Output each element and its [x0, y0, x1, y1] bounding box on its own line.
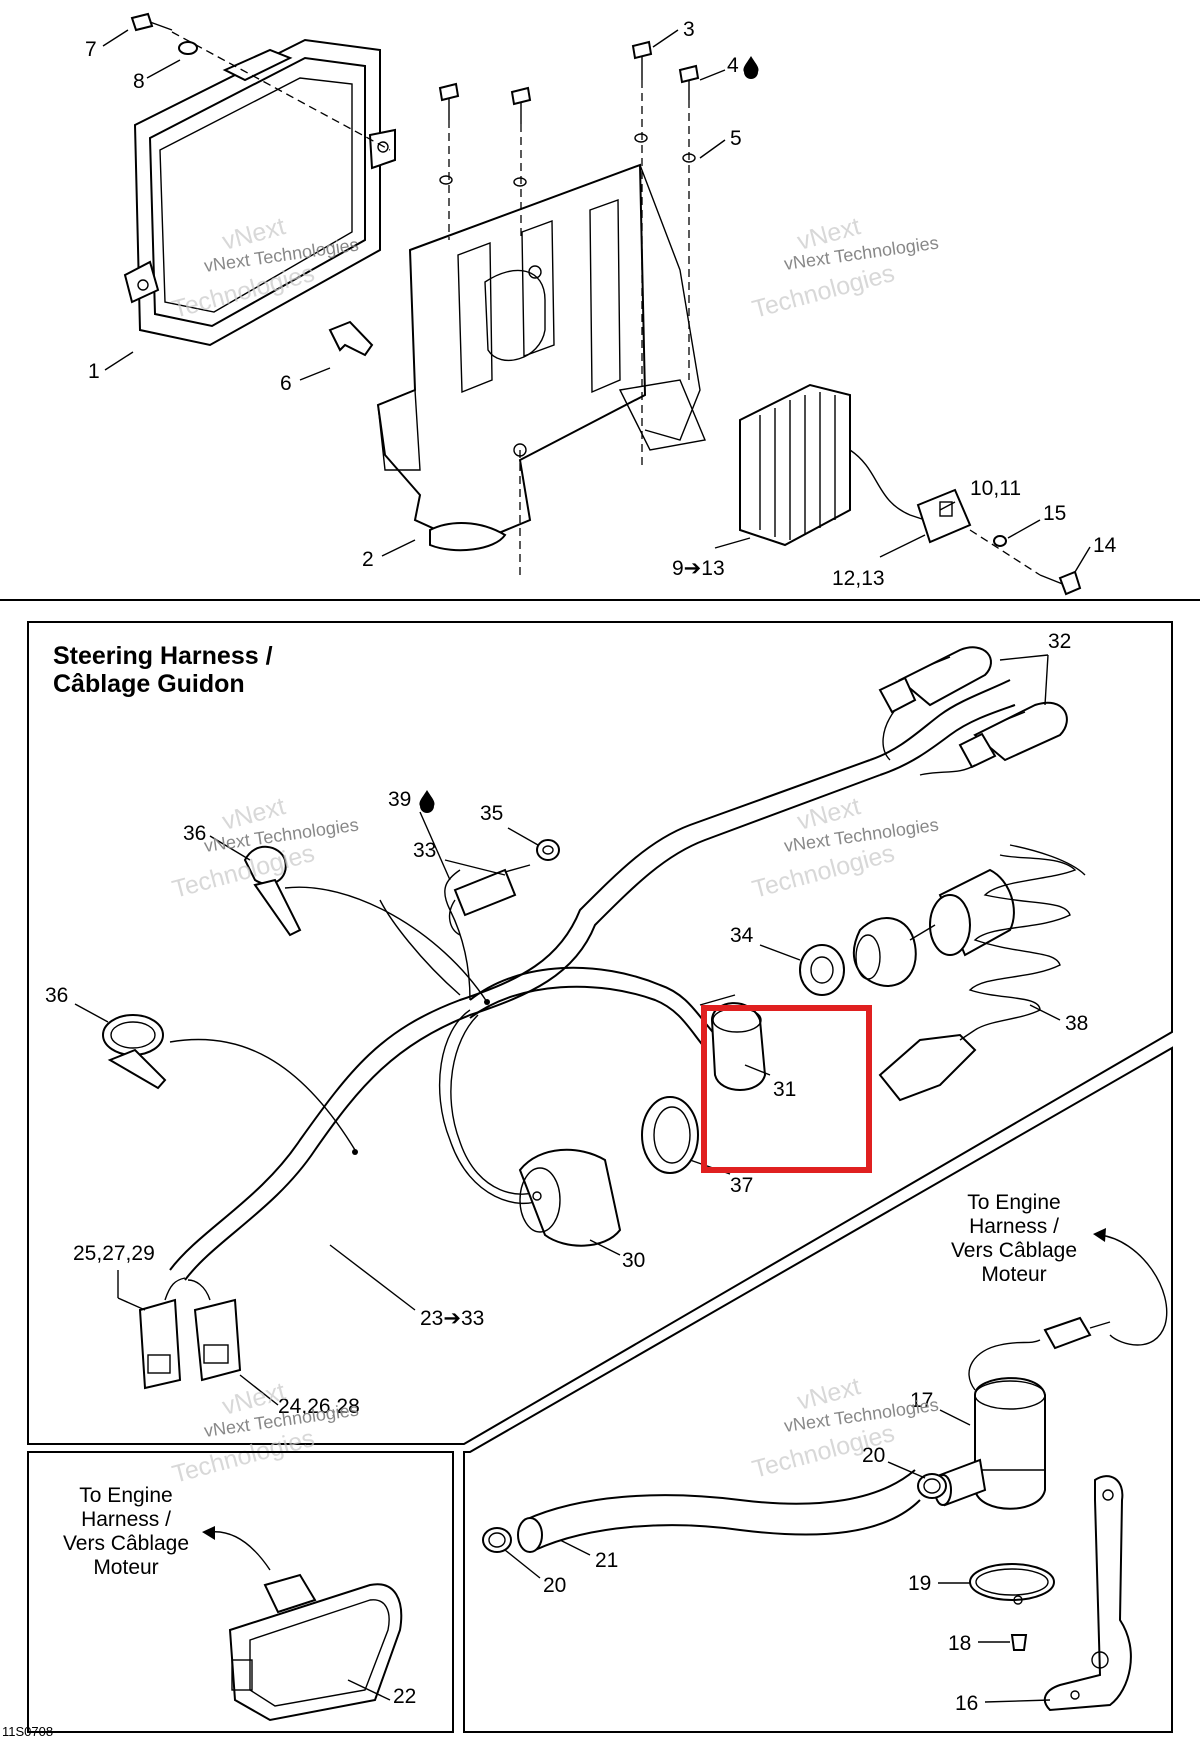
callout-1: 1: [88, 360, 100, 383]
clamp-36-left: [102, 1014, 167, 1090]
sensor-33: [448, 864, 531, 936]
steering-section: Steering Harness / Câblage Guidon: [27, 621, 1173, 1489]
screw-18: [1010, 1634, 1028, 1651]
callout-16: 16: [955, 1692, 978, 1715]
callout-4: 4: [727, 54, 739, 77]
pump-box: 17 20 21 20 19 18 16 vNext Technologies …: [463, 1046, 1173, 1733]
bolt-14: [1039, 570, 1082, 596]
washer-15: [993, 535, 1007, 547]
callout-36-top: 36: [183, 822, 206, 845]
engine-note-1: To Engine Harness / Vers Câblage Moteur: [951, 1191, 1168, 1346]
callout-33: 33: [413, 839, 436, 862]
callout-36-left: 36: [45, 984, 68, 1007]
mounting-plate: [376, 163, 706, 552]
pump-callouts: 17 20 21 20 19 18 16: [504, 1389, 1051, 1715]
lanyard-38: [878, 844, 1086, 1102]
ring-37: [641, 1096, 699, 1174]
top-callouts: 7 8 1 6 2 3 4 5 9➔13 10,11 12,13 15 1: [85, 18, 1117, 590]
clip-6: [328, 320, 374, 357]
callout-8: 8: [133, 70, 145, 93]
engine-note-1-line2: Harness /: [969, 1215, 1059, 1238]
engine-note-2-line2: Harness /: [81, 1508, 171, 1531]
washer-34: [799, 944, 845, 996]
liquid-drop-icon: [419, 790, 435, 813]
bracket-16: [1043, 1475, 1132, 1712]
callout-2: 2: [362, 548, 374, 571]
callout-15: 15: [1043, 502, 1066, 525]
engine-note-2-line3: Vers Câblage: [63, 1532, 189, 1555]
callout-6: 6: [280, 372, 292, 395]
screw-7: [130, 12, 173, 32]
clamp-20-b: [917, 1473, 947, 1499]
callout-19: 19: [908, 1572, 931, 1595]
engine-note-2-line4: Moteur: [93, 1556, 158, 1579]
figure-code: 11S0708: [2, 1724, 53, 1739]
bolt-set: [438, 40, 700, 187]
callout-38: 38: [1065, 1012, 1088, 1035]
steering-frame: [27, 621, 1173, 1445]
connector-frame: [27, 1451, 454, 1733]
callout-20-left: 20: [543, 1574, 566, 1597]
engine-note-1-line4: Moteur: [981, 1263, 1046, 1286]
cap-30: [518, 1148, 622, 1247]
bilge-pump-17: [934, 1316, 1111, 1510]
washer-8: [178, 41, 198, 55]
steering-title-line2: Câblage Guidon: [53, 670, 245, 698]
ecu-module: [123, 38, 396, 347]
pump-frame: [463, 1046, 1173, 1733]
callout-3: 3: [683, 18, 695, 41]
callout-5: 5: [730, 127, 742, 150]
callout-35: 35: [480, 802, 503, 825]
clamp-19: [969, 1563, 1055, 1601]
callout-20-right: 20: [862, 1444, 885, 1467]
engine-note-1-line1: To Engine: [967, 1191, 1060, 1214]
callout-10-11: 10,11: [970, 477, 1021, 500]
connector-box: To Engine Harness / Vers Câblage Moteur …: [27, 1451, 454, 1733]
callout-32: 32: [1048, 630, 1071, 653]
callout-30: 30: [622, 1249, 645, 1272]
callout-22: 22: [393, 1685, 416, 1708]
engine-note-2-line1: To Engine: [79, 1484, 172, 1507]
callout-39: 39: [388, 788, 411, 811]
callout-23-33: 23➔33: [420, 1307, 484, 1330]
callout-21: 21: [595, 1549, 618, 1572]
callout-37: 37: [730, 1174, 753, 1197]
engine-connector-22: [228, 1573, 403, 1722]
highlight-box: [701, 1005, 872, 1173]
callout-12-13: 12,13: [832, 567, 885, 590]
callout-17: 17: [910, 1389, 933, 1412]
harness-plugs: [138, 1277, 242, 1390]
callout-18: 18: [948, 1632, 971, 1655]
clamp-36-top: [243, 845, 302, 937]
callout-9-13: 9➔13: [672, 557, 725, 580]
callout-24-26-28: 24,26,28: [278, 1395, 360, 1418]
callout-14: 14: [1093, 534, 1117, 557]
top-section: 7 8 1 6 2 3 4 5 9➔13 10,11 12,13 15 1: [85, 12, 1117, 596]
callout-7: 7: [85, 38, 97, 61]
steering-callouts: 32 39 35 33 36 36 34 31 37 38 30: [45, 630, 1088, 1418]
clamp-20-a: [482, 1527, 512, 1553]
callout-34: 34: [730, 924, 754, 947]
callout-31: 31: [773, 1078, 796, 1101]
liquid-drop-icon: [743, 56, 759, 79]
engine-note-1-line3: Vers Câblage: [951, 1239, 1077, 1262]
steering-title-line1: Steering Harness /: [53, 642, 273, 670]
hose-21: [517, 1469, 921, 1553]
svg-text:Technologies: Technologies: [749, 259, 897, 324]
connector-32: [878, 646, 1068, 776]
washer-35: [536, 839, 560, 861]
steering-harness: [169, 679, 1016, 1281]
voltage-regulator: [739, 383, 972, 547]
boot-assembly: [853, 868, 1015, 987]
callout-25-27-29: 25,27,29: [73, 1242, 155, 1265]
